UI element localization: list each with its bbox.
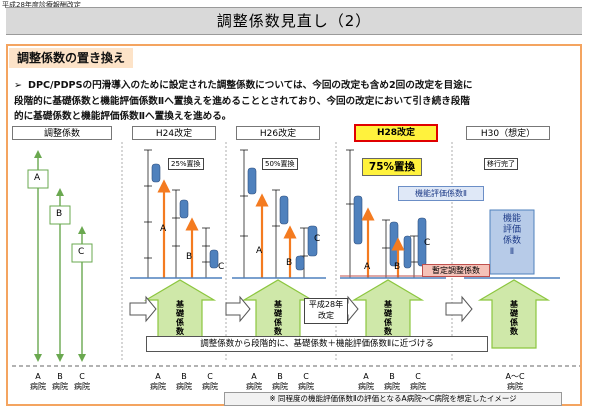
hospital-c-adjustment: C 病院 [74, 372, 90, 391]
base-coefficient-label-h26: 基 礎 係 数 [274, 300, 282, 336]
replace-rate-h26: 50%置換 [262, 158, 298, 170]
hospital-b-h28: B 病院 [384, 372, 400, 391]
description-text: ➢ DPC/PDPSの円滑導入のために設定された調整係数については、今回の改定も含… [14, 78, 580, 125]
description-line-1: DPC/PDPSの円滑導入のために設定された調整係数については、今回の改定も含め… [28, 80, 473, 91]
bar-label-c-adjustment: C [78, 247, 85, 257]
stage-header-h26: H26改定 [236, 126, 320, 140]
hospital-b-adjustment: B 病院 [52, 372, 68, 391]
title-bar: 調整係数見直し（2） [6, 7, 582, 35]
hospital-a-adjustment: A 病院 [30, 372, 46, 391]
stage-header-adjustment: 調整係数 [12, 126, 112, 140]
bar-label-b-h24: B [186, 252, 193, 262]
bar-label-b-h28: B [394, 262, 401, 272]
stage-header-h28: H28改定 [354, 124, 438, 142]
bar-label-c-h28: C [424, 238, 431, 248]
function-coefficient-block-label: 機能 評価 係数 Ⅱ [502, 214, 521, 257]
bar-label-c-h26: C [314, 234, 321, 244]
provisional-coefficient-label: 暫定調整係数 [422, 264, 490, 277]
base-coefficient-label-h30: 基 礎 係 数 [510, 300, 518, 336]
transition-complete-h30: 移行完了 [484, 158, 518, 170]
hospital-b-h24: B 病院 [176, 372, 192, 391]
bar-label-c-h24: C [218, 262, 225, 272]
revision-note: 平成28年度診療報酬改定 [2, 1, 81, 9]
description-line-3: 的に基礎係数と機能評価係数Ⅱへ置換えを進める。 [14, 111, 232, 122]
bar-label-a-h28: A [364, 262, 371, 272]
page-title: 調整係数見直し（2） [216, 12, 372, 30]
bar-label-b-h26: B [286, 258, 293, 268]
hospital-c-h28: C 病院 [410, 372, 426, 391]
function-coefficient-label: 機能評価係数Ⅱ [398, 186, 484, 201]
replace-rate-h28: 75%置換 [362, 158, 422, 176]
bar-label-a-adjustment: A [34, 173, 41, 183]
hospital-c-h26: C 病院 [298, 372, 314, 391]
bar-label-b-adjustment: B [56, 209, 63, 219]
hospital-a-h24: A 病院 [150, 372, 166, 391]
footnote: ※ 同程度の機能評価係数Ⅱの評価となるA病院～C病院を想定したイメージ [224, 392, 562, 406]
hospital-a-c-h30: A～C 病院 [505, 372, 525, 391]
hospital-b-h26: B 病院 [272, 372, 288, 391]
base-coefficient-label-h28: 基 礎 係 数 [384, 300, 392, 336]
bullet-icon: ➢ [14, 80, 23, 91]
description-line-2: 段階的に基礎係数と機能評価係数Ⅱへ置換えを進めることとされており、今回の改定にお… [14, 95, 470, 107]
bar-label-a-h24: A [160, 224, 167, 234]
base-coefficient-label-h24: 基 礎 係 数 [176, 300, 184, 336]
section-heading: 調整係数の置き換え [9, 48, 134, 68]
hospital-c-h24: C 病院 [202, 372, 218, 391]
stage-header-h24: H24改定 [132, 126, 216, 140]
hospital-a-h28: A 病院 [358, 372, 374, 391]
replace-rate-h24: 25%置換 [168, 158, 204, 170]
h28-revision-callout: 平成28年 改定 [304, 298, 348, 324]
convergence-banner: 調整係数から段階的に、基礎係数＋機能評価係数Ⅱに近づける [146, 336, 488, 352]
stage-header-h30: H30（想定） [466, 126, 550, 140]
bar-label-a-h26: A [256, 246, 263, 256]
hospital-a-h26: A 病院 [246, 372, 262, 391]
